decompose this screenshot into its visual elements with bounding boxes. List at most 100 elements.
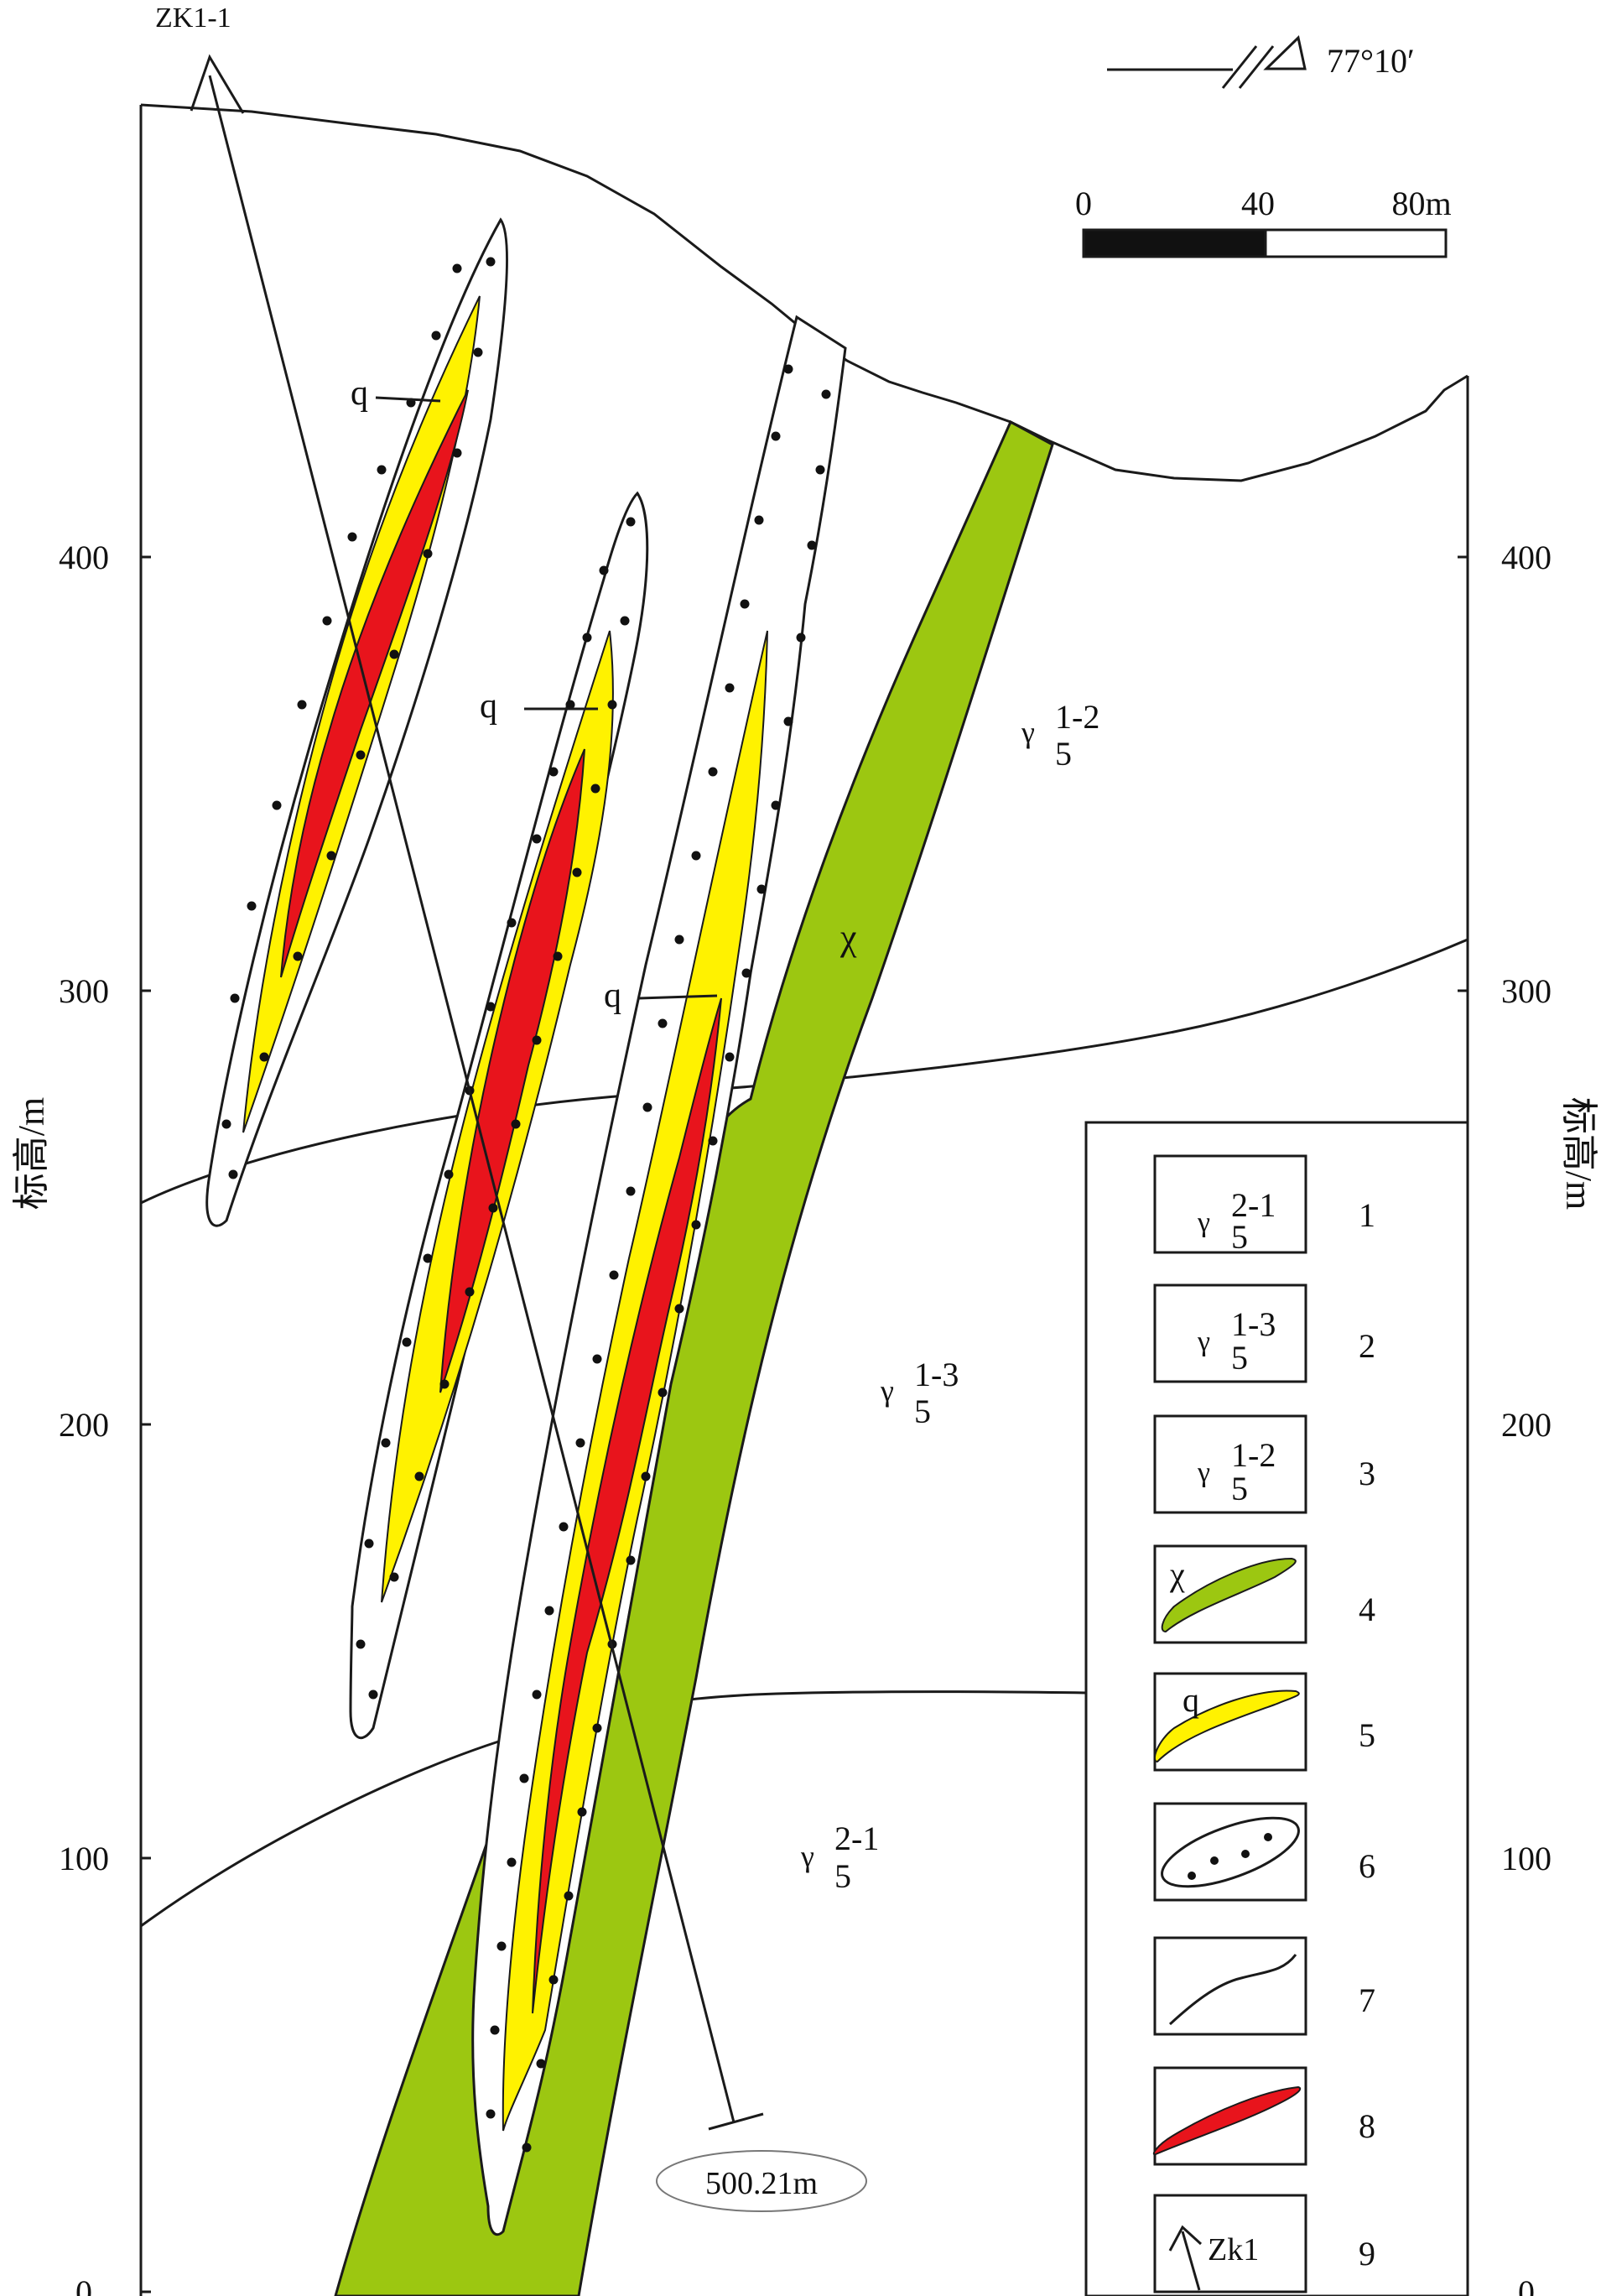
svg-text:5: 5 xyxy=(1231,1470,1248,1507)
left-tick-label-0: 0 xyxy=(75,2273,92,2296)
alteration-dot xyxy=(364,1538,374,1549)
alteration-dot xyxy=(626,517,636,527)
alteration-dot xyxy=(815,465,825,475)
alteration-dot xyxy=(444,1169,454,1179)
drill-collar-symbol xyxy=(190,54,245,114)
alteration-dot xyxy=(247,901,257,911)
alteration-dot xyxy=(590,784,600,794)
svg-text:2-1: 2-1 xyxy=(1231,1186,1276,1224)
legend-box-3 xyxy=(1153,1414,1307,1514)
alteration-dot xyxy=(592,1354,602,1364)
alteration-dot xyxy=(821,389,831,399)
alteration-dot xyxy=(356,1639,366,1649)
alteration-dot xyxy=(473,347,483,357)
alteration-dot xyxy=(272,800,282,810)
topographic-surface xyxy=(140,103,1468,482)
alteration-dot xyxy=(572,867,582,877)
svg-text:5: 5 xyxy=(834,1857,851,1895)
alteration-dot xyxy=(389,649,399,659)
legend-symbol-2: γ 1-3 5 xyxy=(1197,1305,1276,1377)
unit-label-2-1: γ 2-1 5 xyxy=(800,1820,879,1895)
q-label-3-text: q xyxy=(604,976,621,1015)
legend-box-1 xyxy=(1153,1154,1307,1254)
alteration-dot xyxy=(548,767,559,777)
alteration-dot xyxy=(297,700,307,710)
svg-text:5: 5 xyxy=(1055,735,1072,773)
alteration-dot xyxy=(439,1379,450,1389)
left-tick-label-300: 300 xyxy=(59,972,109,1010)
alteration-dot xyxy=(347,532,357,542)
legend-symbol-8 xyxy=(1152,2085,1302,2156)
legend-num-9: 9 xyxy=(1359,2235,1375,2273)
alteration-dot xyxy=(754,515,764,525)
right-axis-title: 标高/m xyxy=(1558,1097,1599,1210)
alteration-dot xyxy=(609,1270,619,1280)
alteration-dot xyxy=(642,1102,652,1112)
svg-text:χ: χ xyxy=(1169,1555,1185,1593)
svg-text:5: 5 xyxy=(1231,1218,1248,1256)
alteration-dot xyxy=(356,750,366,760)
alteration-dot xyxy=(532,1689,542,1700)
ore-body-3 xyxy=(471,315,847,2236)
alteration-dot xyxy=(259,1052,269,1062)
alteration-dot xyxy=(626,1555,636,1565)
q-label-3: q xyxy=(604,976,718,1015)
boundary-upper xyxy=(140,938,1468,1205)
alteration-dot xyxy=(725,1052,735,1062)
legend: γ 2-1 5 γ 1-3 5 γ 1-2 5 χ q xyxy=(1084,1121,1469,2296)
alteration-dot xyxy=(783,716,793,726)
legend-box-2 xyxy=(1153,1283,1307,1383)
svg-text:γ: γ xyxy=(1021,716,1035,749)
ore-core-2 xyxy=(439,748,585,1393)
alteration-dot xyxy=(658,1387,668,1398)
ore-body-1 xyxy=(205,217,508,1227)
alteration-dot xyxy=(507,918,517,928)
alteration-dot xyxy=(230,993,240,1003)
legend-symbol-9-label: Zk1 xyxy=(1208,2232,1259,2267)
svg-text:1-3: 1-3 xyxy=(914,1356,959,1393)
right-tick-label-0: 0 xyxy=(1518,2273,1535,2296)
left-tick-label-200: 200 xyxy=(59,1406,109,1444)
alteration-dot xyxy=(496,1941,507,1951)
alteration-dot xyxy=(368,1689,378,1700)
svg-text:1-3: 1-3 xyxy=(1231,1305,1276,1343)
alteration-dot xyxy=(522,2142,532,2153)
unit-label-1-3: γ 1-3 5 xyxy=(880,1356,959,1430)
scale-bar xyxy=(1082,228,1448,258)
svg-text:γ: γ xyxy=(1197,1207,1210,1238)
legend-num-3: 3 xyxy=(1359,1455,1375,1492)
alteration-dot xyxy=(536,2059,546,2069)
alteration-dot xyxy=(658,1018,668,1028)
alteration-dot xyxy=(756,884,767,894)
alteration-dot xyxy=(691,851,701,861)
left-tick-label-400: 400 xyxy=(59,539,109,576)
alteration-dot xyxy=(414,1471,424,1481)
alteration-dot xyxy=(575,1438,585,1448)
legend-num-1: 1 xyxy=(1359,1196,1375,1234)
alteration-dot xyxy=(402,1337,412,1347)
alteration-dot xyxy=(221,1119,231,1129)
svg-text:5: 5 xyxy=(914,1393,931,1430)
scale-label-80: 80m xyxy=(1391,185,1451,222)
alteration-dot xyxy=(326,851,336,861)
drill-end-bar xyxy=(708,2112,764,2131)
alteration-dot xyxy=(293,951,303,961)
svg-text:1-2: 1-2 xyxy=(1231,1436,1276,1474)
svg-text:γ: γ xyxy=(880,1374,894,1408)
alteration-dot xyxy=(564,1891,574,1901)
legend-symbol-1: γ 2-1 5 xyxy=(1197,1186,1276,1256)
alteration-dot xyxy=(486,257,496,267)
alteration-dot xyxy=(431,331,441,341)
alteration-dot xyxy=(708,1136,718,1146)
alteration-dot xyxy=(548,1975,559,1985)
drill-trace xyxy=(208,75,736,2123)
alteration-dot xyxy=(771,800,781,810)
alteration-dot xyxy=(740,599,750,609)
chi-label: χ xyxy=(839,917,857,958)
legend-box-7 xyxy=(1153,1936,1307,2036)
legend-symbol-9 xyxy=(1168,2225,1203,2291)
legend-num-2: 2 xyxy=(1359,1327,1375,1365)
depth-ellipse xyxy=(656,2150,867,2212)
alteration-dot xyxy=(377,465,387,475)
